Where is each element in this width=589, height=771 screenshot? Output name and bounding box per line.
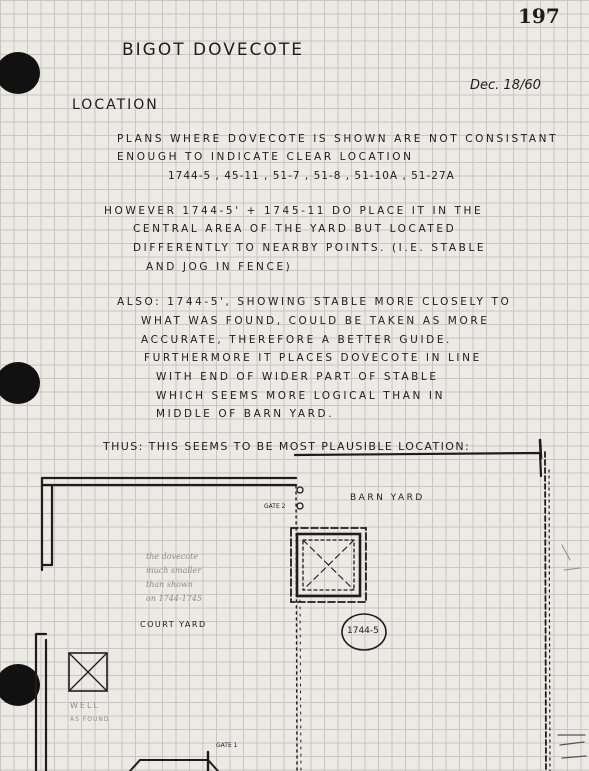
conclusion-text: Thus: this seems to be most plausible lo…: [103, 440, 471, 453]
paragraph-line: middle of barn yard.: [156, 408, 335, 420]
plan-reference-circle: [341, 613, 387, 651]
stable-wall: [40, 476, 54, 572]
paragraph-line: what was found, could be taken as more: [141, 315, 490, 327]
well-symbol-cross: [68, 652, 108, 692]
dovecote-outline: [290, 527, 367, 603]
dovecote-body: [295, 532, 362, 598]
paragraph-line: enough to indicate clear location: [117, 151, 414, 163]
court-wall: [34, 632, 48, 771]
paragraph-line: which seems more logical than in: [156, 390, 446, 402]
gate-1-label: Gate 1: [216, 742, 238, 749]
page-number: 197: [518, 4, 560, 28]
binder-hole-top: [0, 52, 40, 94]
fence-dotted-line: [299, 599, 302, 771]
well-label: Well: [70, 701, 100, 710]
binder-hole-bottom: [0, 664, 40, 706]
paragraph-line: central area of the yard but located: [133, 223, 457, 235]
fence-line-right: [544, 451, 547, 771]
paragraph-line: Furthermore it places Dovecote in line: [144, 352, 482, 364]
paragraph-line: differently to nearby points. (i.e. stab…: [133, 242, 487, 254]
page-title: Bigot Dovecote: [122, 40, 304, 60]
well-symbol: [68, 652, 108, 692]
binder-hole-middle: [0, 362, 40, 404]
pencil-tick: [561, 544, 581, 571]
paragraph-line: and jog in fence): [146, 261, 293, 273]
dovecote-interior: [302, 539, 355, 591]
barn-yard-label: Barn yard: [350, 493, 425, 503]
gate-1-structure: [129, 759, 219, 771]
fence-post: [538, 438, 543, 460]
paragraph-line: 1744-5 , 45-11 , 51-7 , 51-8 , 51-10a , …: [168, 170, 455, 182]
plan-reference: 1744-5: [347, 626, 379, 636]
paragraph-line: Also: 1744-5', showing stable more close…: [117, 296, 512, 308]
gate-marker: [296, 486, 304, 494]
fence-line-right-inner: [548, 469, 551, 771]
paragraph-line: However 1744-5' + 1745-11 do place it in…: [104, 205, 484, 217]
fence-line-top: [293, 451, 543, 478]
paragraph-line: Plans where Dovecote is shown are not co…: [117, 133, 559, 145]
paragraph-line: with end of wider part of stable: [156, 371, 439, 383]
well-note: as found: [70, 716, 110, 723]
pencil-scribble: [557, 734, 587, 759]
court-yard-label: Court yard: [140, 620, 207, 629]
paragraph-line: accurate, therefore a better guide.: [141, 334, 452, 346]
gate-2-label: Gate 2: [264, 503, 286, 510]
pencil-note: the dovecote much smaller than shown on …: [146, 552, 202, 603]
section-heading: Location: [72, 97, 159, 113]
gate-marker: [296, 502, 304, 510]
dovecote-diagonal: [302, 539, 355, 591]
entry-date: Dec. 18/60: [470, 78, 541, 93]
